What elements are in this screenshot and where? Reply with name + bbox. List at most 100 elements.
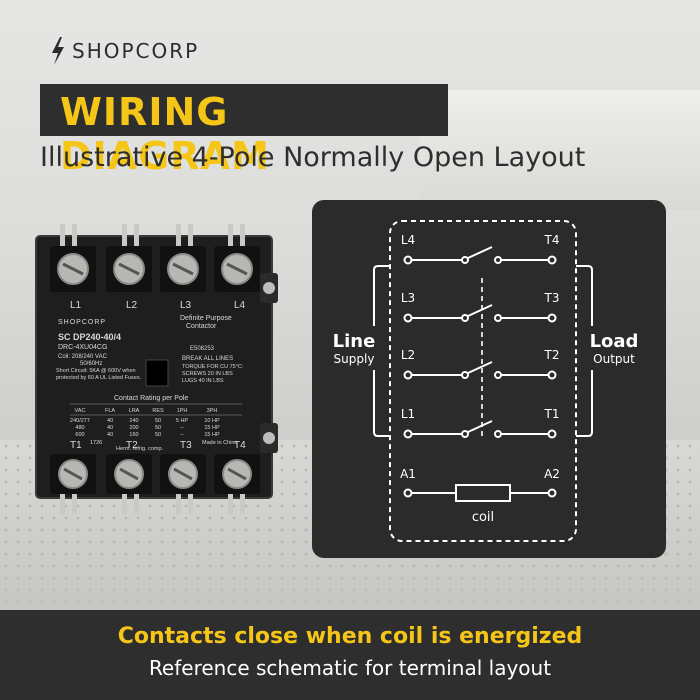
type-label-2: Contactor [186, 323, 217, 330]
switch-blade [467, 361, 493, 374]
rating-header: 1PH [177, 408, 188, 414]
rating-cell: 40 [107, 432, 113, 438]
indicator-window [145, 359, 169, 387]
product-code: 1726 [90, 440, 102, 446]
terminal-label-l3: L3 [180, 300, 192, 311]
cert-id: E508253 [190, 346, 215, 352]
footer-subtext: Reference schematic for terminal layout [148, 656, 552, 680]
pole-l2: L2 T2 [401, 348, 560, 380]
contact-point [461, 430, 469, 438]
switch-blade [467, 420, 493, 433]
contactor-brand: SHOPCORP [58, 319, 106, 326]
pole-label-left: L4 [401, 233, 415, 247]
rating-cell: 40 [107, 418, 113, 424]
line-sub-label: Supply [334, 352, 375, 366]
contact-point [494, 256, 502, 264]
rating-header: FLA [105, 408, 115, 414]
bottom-terminals [50, 454, 260, 494]
short-circuit-text: Short Circuit: 5KA @ 600V when protected… [56, 368, 142, 381]
pole-label-right: T2 [544, 348, 560, 362]
coil-circuit: A1 A2 coil [400, 467, 560, 525]
coil-terminal-a2: A2 [544, 467, 560, 481]
rating-cell: 50 [155, 418, 161, 424]
terminal-label-t2: T2 [126, 440, 138, 451]
terminal-dot [403, 313, 413, 323]
break-lines-text: BREAK ALL LINES [182, 356, 233, 362]
terminal-label-t1: T1 [70, 440, 82, 451]
rating-cell: 10 HP [204, 418, 220, 424]
footer-headline: Contacts close when coil is energized [117, 624, 583, 649]
contact-point [461, 371, 469, 379]
terminal-label-l2: L2 [126, 300, 138, 311]
rating-cell: 15 HP [204, 432, 220, 438]
rating-cell: 50 [155, 432, 161, 438]
terminal-label-t4: T4 [234, 440, 246, 451]
rating-cell: 50 [155, 425, 161, 431]
terminal-dot [403, 488, 413, 498]
terminal-dot [547, 313, 557, 323]
terminal-dot [547, 370, 557, 380]
page-subtitle: Illustrative 4-Pole Normally Open Layout [40, 142, 586, 173]
pole-label-right: T4 [544, 233, 560, 247]
terminal-dot [403, 370, 413, 380]
coil-label: coil [472, 510, 494, 525]
terminal-dot [403, 255, 413, 265]
contact-point [494, 314, 502, 322]
coil-rating-1: Coil: 208/240 VAC [58, 354, 108, 360]
switch-blade [467, 304, 493, 317]
pole-label-right: T1 [544, 407, 560, 421]
brand-logo: SHOPCORP [50, 36, 199, 66]
footer-bar: Contacts close when coil is energized Re… [0, 610, 700, 700]
line-label: Line [333, 331, 376, 352]
background-panel [420, 90, 700, 210]
rating-cell: 15 HP [204, 425, 220, 431]
made-in-text: Made in China [202, 440, 238, 446]
terminal-label-l1: L1 [70, 300, 82, 311]
rating-cell: – [180, 432, 184, 438]
top-terminals [50, 246, 260, 292]
contactor-photo: L1 L2 L3 L4 SHOPCORP Definite Purpose Co… [35, 224, 278, 514]
rating-cell: 40 [107, 425, 113, 431]
coil-terminal-a1: A1 [400, 467, 416, 481]
rating-cell: – [180, 425, 184, 431]
terminal-dot [547, 429, 557, 439]
enclosure-outline [389, 220, 577, 542]
torque-text-3: LUGS 40 IN LBS [182, 378, 224, 384]
mount-screw [263, 282, 275, 294]
pole-label-left: L2 [401, 348, 415, 362]
part-number: DRC-4XU04CG [58, 344, 107, 351]
rating-cell: 200 [129, 425, 138, 431]
pole-l4: L4 T4 [401, 233, 560, 265]
torque-text-2: SCREWS 20 IN LBS [182, 371, 233, 377]
rating-cell: 5 HP [176, 418, 189, 424]
terminal-dot [547, 488, 557, 498]
torque-text-1: TORQUE FOR CU 75°C: [182, 364, 244, 370]
title-bar: WIRING DIAGRAM [40, 84, 448, 178]
load-label: Load [590, 331, 639, 352]
coil-symbol [455, 484, 511, 502]
coil-rating-2: 50/60Hz [80, 361, 102, 367]
model-number: SC DP240-40/4 [58, 332, 121, 342]
rating-cell: 600 [75, 432, 84, 438]
pole-label-left: L1 [401, 407, 415, 421]
pole-label-right: T3 [544, 291, 560, 305]
rating-cell: 240/277 [70, 418, 90, 424]
load-sub-label: Output [593, 352, 635, 366]
contact-point [494, 430, 502, 438]
herm-text: Herm. refrig. comp. [116, 446, 164, 452]
terminal-dot [547, 255, 557, 265]
brand-name: SHOPCORP [72, 39, 200, 63]
rating-header: VAC [75, 408, 86, 414]
rating-header: LRA [129, 408, 140, 414]
terminal-dot [403, 429, 413, 439]
rating-header: 3PH [207, 408, 218, 414]
rating-cell: 160 [129, 432, 138, 438]
rating-header: RES [152, 408, 164, 414]
terminal-label-l4: L4 [234, 300, 246, 311]
rating-title: Contact Rating per Pole [114, 395, 188, 402]
